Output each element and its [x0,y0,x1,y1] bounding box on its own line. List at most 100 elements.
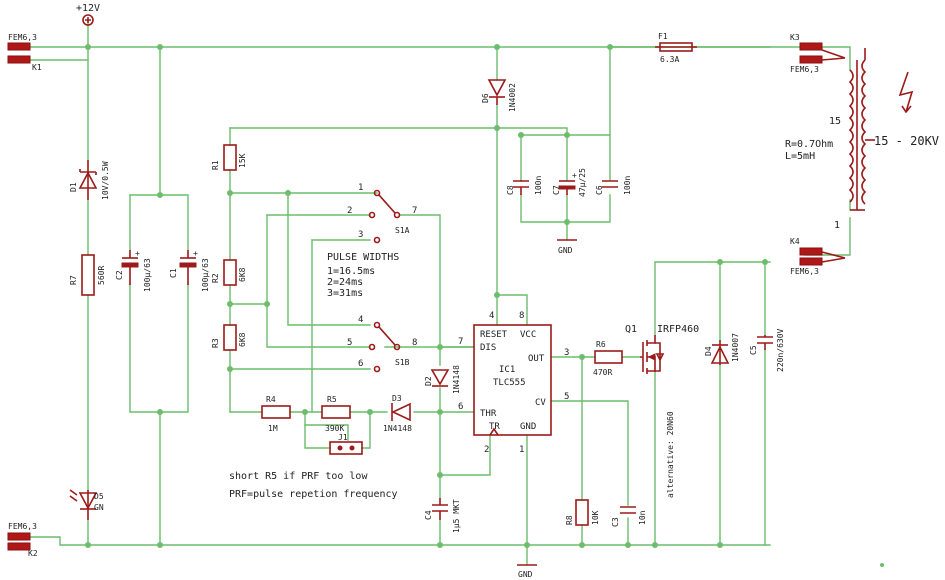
c2-ref: C2 [115,270,124,280]
timer-ic1: RESET VCC DIS OUT IC1 TLC555 CV THR TR G… [458,311,569,455]
connector-k1: FEM6,3 K1 [7,33,42,72]
c2-plus: + [135,249,140,258]
note-alternative: alternative: 20N60 [666,411,675,498]
note-prf-definition: PRF=pulse repetion frequency [229,489,398,500]
note-short-r5: short R5 if PRF too low [229,471,368,482]
coil-resistance: R=0.7Ohm [785,139,833,150]
j1-ref: J1 [338,433,348,442]
ic-vcc: VCC [520,330,536,340]
s1b-pin4: 4 [358,315,363,325]
vcc-symbol: +12V [76,3,100,26]
capacitor-c6: C6 100n [595,176,632,195]
k1-type: FEM6,3 [8,33,37,42]
d3-value: 1N4148 [383,424,412,433]
c7-value: 47µ/25 [578,168,587,197]
vcc-label: +12V [76,3,100,14]
ic-thr: THR [480,409,497,419]
ic-tr: TR [489,422,500,432]
ic-reset: RESET [480,330,508,340]
pulse-width-3: 3=31ms [327,288,363,299]
c3-ref: C3 [611,517,620,527]
r7-ref: R7 [69,275,78,285]
c7-ref: C7 [552,185,561,195]
c8-ref: C8 [506,185,515,195]
s1b-pin8: 8 [412,338,417,348]
r6-ref: R6 [596,340,606,349]
r6-value: 470R [593,368,612,377]
coil-inductance: L=5mH [785,151,815,162]
capacitor-c8: C8 100n [506,176,543,195]
ic-pin8: 8 [519,311,524,321]
capacitor-c3: C3 10n [611,506,647,527]
s1a-pin1: 1 [358,183,363,193]
d4-ref: D4 [704,346,713,356]
s1a-pin7: 7 [412,206,417,216]
ic-cv: CV [535,398,546,408]
capacitor-c4: C4 1µ5 MKT [424,498,461,533]
gnd-label-1: GND [558,246,573,255]
pulse-width-1: 1=16.5ms [327,266,375,277]
c8-value: 100n [534,176,543,195]
c1-plus: + [193,249,198,258]
led-d5: D5 GN [69,489,104,520]
ic-out: OUT [528,354,545,364]
d5-value: GN [94,503,104,512]
diode-d4: D4 1N4007 [704,333,740,365]
ic-pin2: 2 [484,445,489,455]
r7-value: 560R [97,266,106,285]
k4-label: K4 [790,237,800,246]
resistor-r3: R3 6K8 [211,324,247,351]
d1-value: 10V/0.5W [101,161,110,200]
resistor-r6: R6 470R [593,340,623,377]
k1-label: K1 [32,63,42,72]
r2-ref: R2 [211,273,220,283]
corner-marker [880,563,884,567]
switch-s1a: 1 2 3 7 S1A [347,183,417,244]
d3-ref: D3 [392,394,402,403]
r1-value: 15K [238,153,247,168]
mosfet-q1: Q1 IRFP460 [625,324,699,374]
pulse-width-2: 2=24ms [327,277,363,288]
capacitor-c7: + C7 47µ/25 [552,168,587,197]
connector-k3: K3 FEM6,3 [790,33,846,74]
r5-value: 390K [325,424,344,433]
diode-d3: D3 1N4148 [383,394,412,433]
r8-ref: R8 [565,515,574,525]
c1-ref: C1 [169,268,178,278]
ic-pin6: 6 [458,402,463,412]
d2-value: 1N4148 [452,365,461,394]
resistor-r2: R2 6K8 [211,259,247,286]
ic-pin7: 7 [458,337,463,347]
s1a-pin2: 2 [347,206,352,216]
d1-ref: D1 [69,182,78,192]
c4-value: 1µ5 MKT [452,499,461,533]
f1-ref: F1 [658,32,668,41]
coil-output-voltage: 15 - 20KV [874,134,939,148]
capacitor-c5: C5 220n/630V [749,328,785,372]
capacitor-c2: + C2 100µ/63 [115,249,152,292]
resistor-r7: R7 560R [69,254,106,296]
gnd-label-2: GND [518,570,533,579]
r4-ref: R4 [266,395,276,404]
ic-pin5: 5 [564,392,569,402]
c7-plus: + [572,171,577,180]
resistor-r1: R1 15K [211,144,247,171]
capacitor-c1: + C1 100µ/63 [169,249,210,292]
r3-ref: R3 [211,338,220,348]
ic-pin3: 3 [564,348,569,358]
c5-value: 220n/630V [776,328,785,372]
resistor-r8: R8 10K [565,499,600,526]
c3-value: 10n [638,510,647,525]
d4-value: 1N4007 [731,333,740,362]
f1-value: 6.3A [660,55,679,64]
switch-s1b: 4 5 6 8 S1B [347,315,417,373]
r4-value: 1M [268,424,278,433]
ignition-coil: 15 R=0.7Ohm L=5mH 1 15 - 20KV [785,48,939,231]
k3-type: FEM6,3 [790,65,819,74]
ic-part: TLC555 [493,378,526,388]
r1-ref: R1 [211,160,220,170]
d5-ref: D5 [94,492,104,501]
ic-ref: IC1 [499,365,515,375]
diode-d2: D2 1N4148 [424,365,461,394]
